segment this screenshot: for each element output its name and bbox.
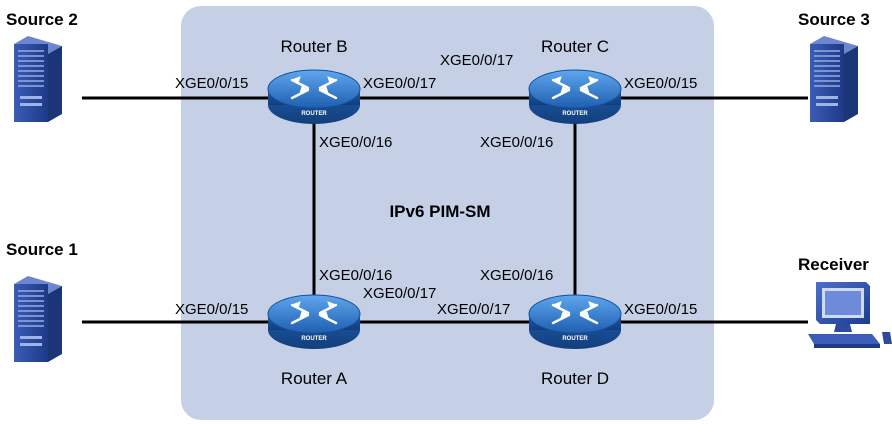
iface-a-b: XGE0/0/16 — [319, 267, 392, 284]
source3-server-icon — [810, 36, 858, 122]
source2-label: Source 2 — [6, 10, 78, 29]
iface-a-source1: XGE0/0/15 — [175, 301, 248, 318]
iface-c-source3: XGE0/0/15 — [624, 75, 697, 92]
iface-c-d: XGE0/0/16 — [480, 134, 553, 151]
router-d-icon: ROUTER — [527, 293, 623, 351]
domain-label: IPv6 PIM-SM — [389, 202, 490, 221]
receiver-pc-icon — [808, 282, 892, 348]
router-a-label: Router A — [281, 369, 348, 388]
source1-server-icon — [14, 276, 62, 362]
router-b-icon: ROUTER — [266, 68, 362, 126]
router-c-label: Router C — [541, 37, 609, 56]
iface-a-d: XGE0/0/17 — [363, 285, 436, 302]
iface-c-b: XGE0/0/17 — [440, 52, 513, 69]
router-b-label: Router B — [280, 37, 347, 56]
iface-b-source2: XGE0/0/15 — [175, 75, 248, 92]
router-c-icon: ROUTER — [527, 68, 623, 126]
source2-server-icon — [14, 36, 62, 122]
router-a-icon: ROUTER — [266, 293, 362, 351]
svg-text:ROUTER: ROUTER — [301, 111, 327, 117]
source3-label: Source 3 — [798, 10, 870, 29]
source1-label: Source 1 — [6, 240, 78, 259]
router-d-label: Router D — [541, 369, 609, 388]
svg-text:ROUTER: ROUTER — [301, 336, 327, 342]
iface-b-a: XGE0/0/16 — [319, 134, 392, 151]
iface-b-c: XGE0/0/17 — [363, 75, 436, 92]
iface-d-receiver: XGE0/0/15 — [624, 301, 697, 318]
iface-d-a: XGE0/0/17 — [437, 301, 510, 318]
iface-d-c: XGE0/0/16 — [480, 267, 553, 284]
receiver-label: Receiver — [798, 255, 869, 274]
svg-text:ROUTER: ROUTER — [562, 336, 588, 342]
svg-text:ROUTER: ROUTER — [562, 111, 588, 117]
